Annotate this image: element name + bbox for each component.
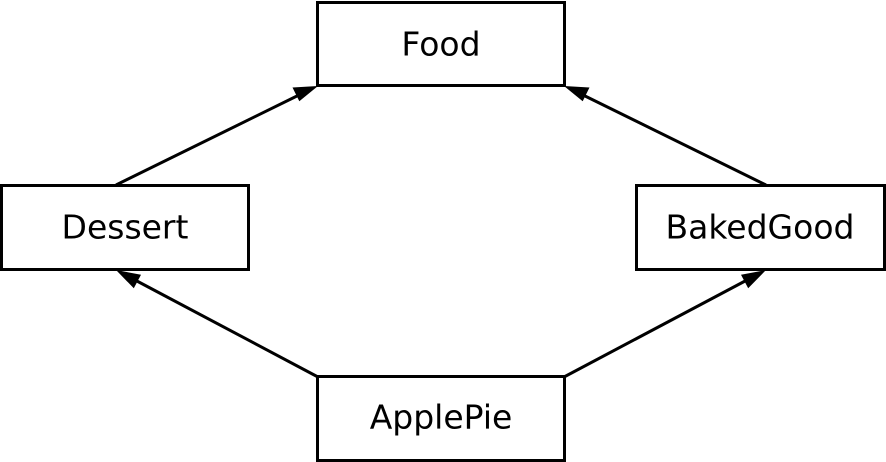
node-food-box [316,1,566,87]
node-bakedgood-label: BakedGood [666,208,855,247]
node-applepie-box [316,375,566,462]
node-dessert: Dessert [0,184,250,271]
edges [115,86,767,379]
node-bakedgood: BakedGood [635,184,886,271]
edge-applepie-to-dessert [116,270,319,379]
edge-applepie-to-bakedgood [563,270,766,379]
arrowhead-icon [116,270,141,289]
node-food: Food [316,1,566,87]
node-food-label: Food [401,25,480,64]
node-bakedgood-box [635,184,886,271]
node-dessert-box [0,184,250,271]
arrowhead-icon [741,270,766,289]
arrowhead-icon [564,86,590,102]
edge-dessert-to-food [115,86,318,187]
node-applepie-label: ApplePie [370,398,513,437]
node-dessert-label: Dessert [62,208,189,247]
edge-bakedgood-to-food [564,86,767,187]
node-applepie: ApplePie [316,375,566,462]
arrowhead-icon [292,86,318,102]
